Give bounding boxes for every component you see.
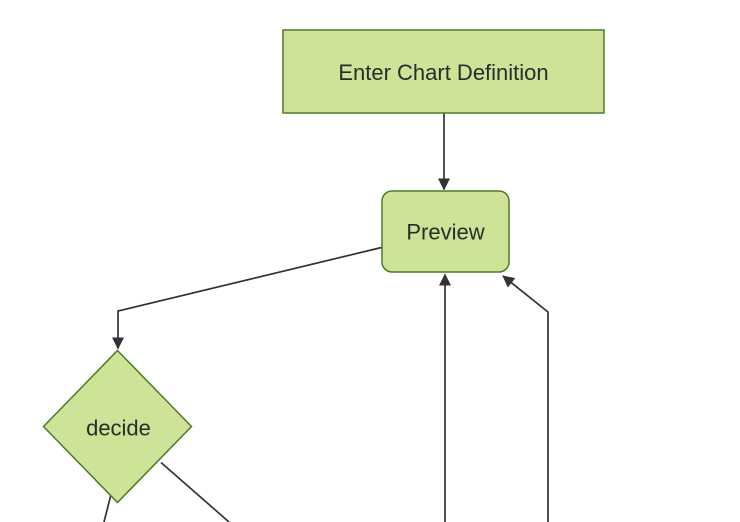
edge-decide-to-offscreen-right	[160, 461, 230, 522]
node-enter-chart-definition: Enter Chart Definition	[282, 29, 605, 114]
node-label: decide	[86, 416, 151, 441]
node-decide: decide	[42, 349, 193, 504]
edge-bottom-right-to-preview	[502, 275, 549, 522]
rectangle-shape	[282, 29, 605, 114]
node-label: Preview	[406, 220, 484, 245]
node-label: Enter Chart Definition	[338, 60, 548, 85]
edge-decide-to-offscreen-left	[103, 494, 112, 522]
rounded-rectangle-shape	[381, 190, 510, 273]
edge-preview-to-decide	[112, 246, 382, 350]
node-preview: Preview	[381, 190, 510, 273]
diamond-shape	[42, 349, 193, 504]
